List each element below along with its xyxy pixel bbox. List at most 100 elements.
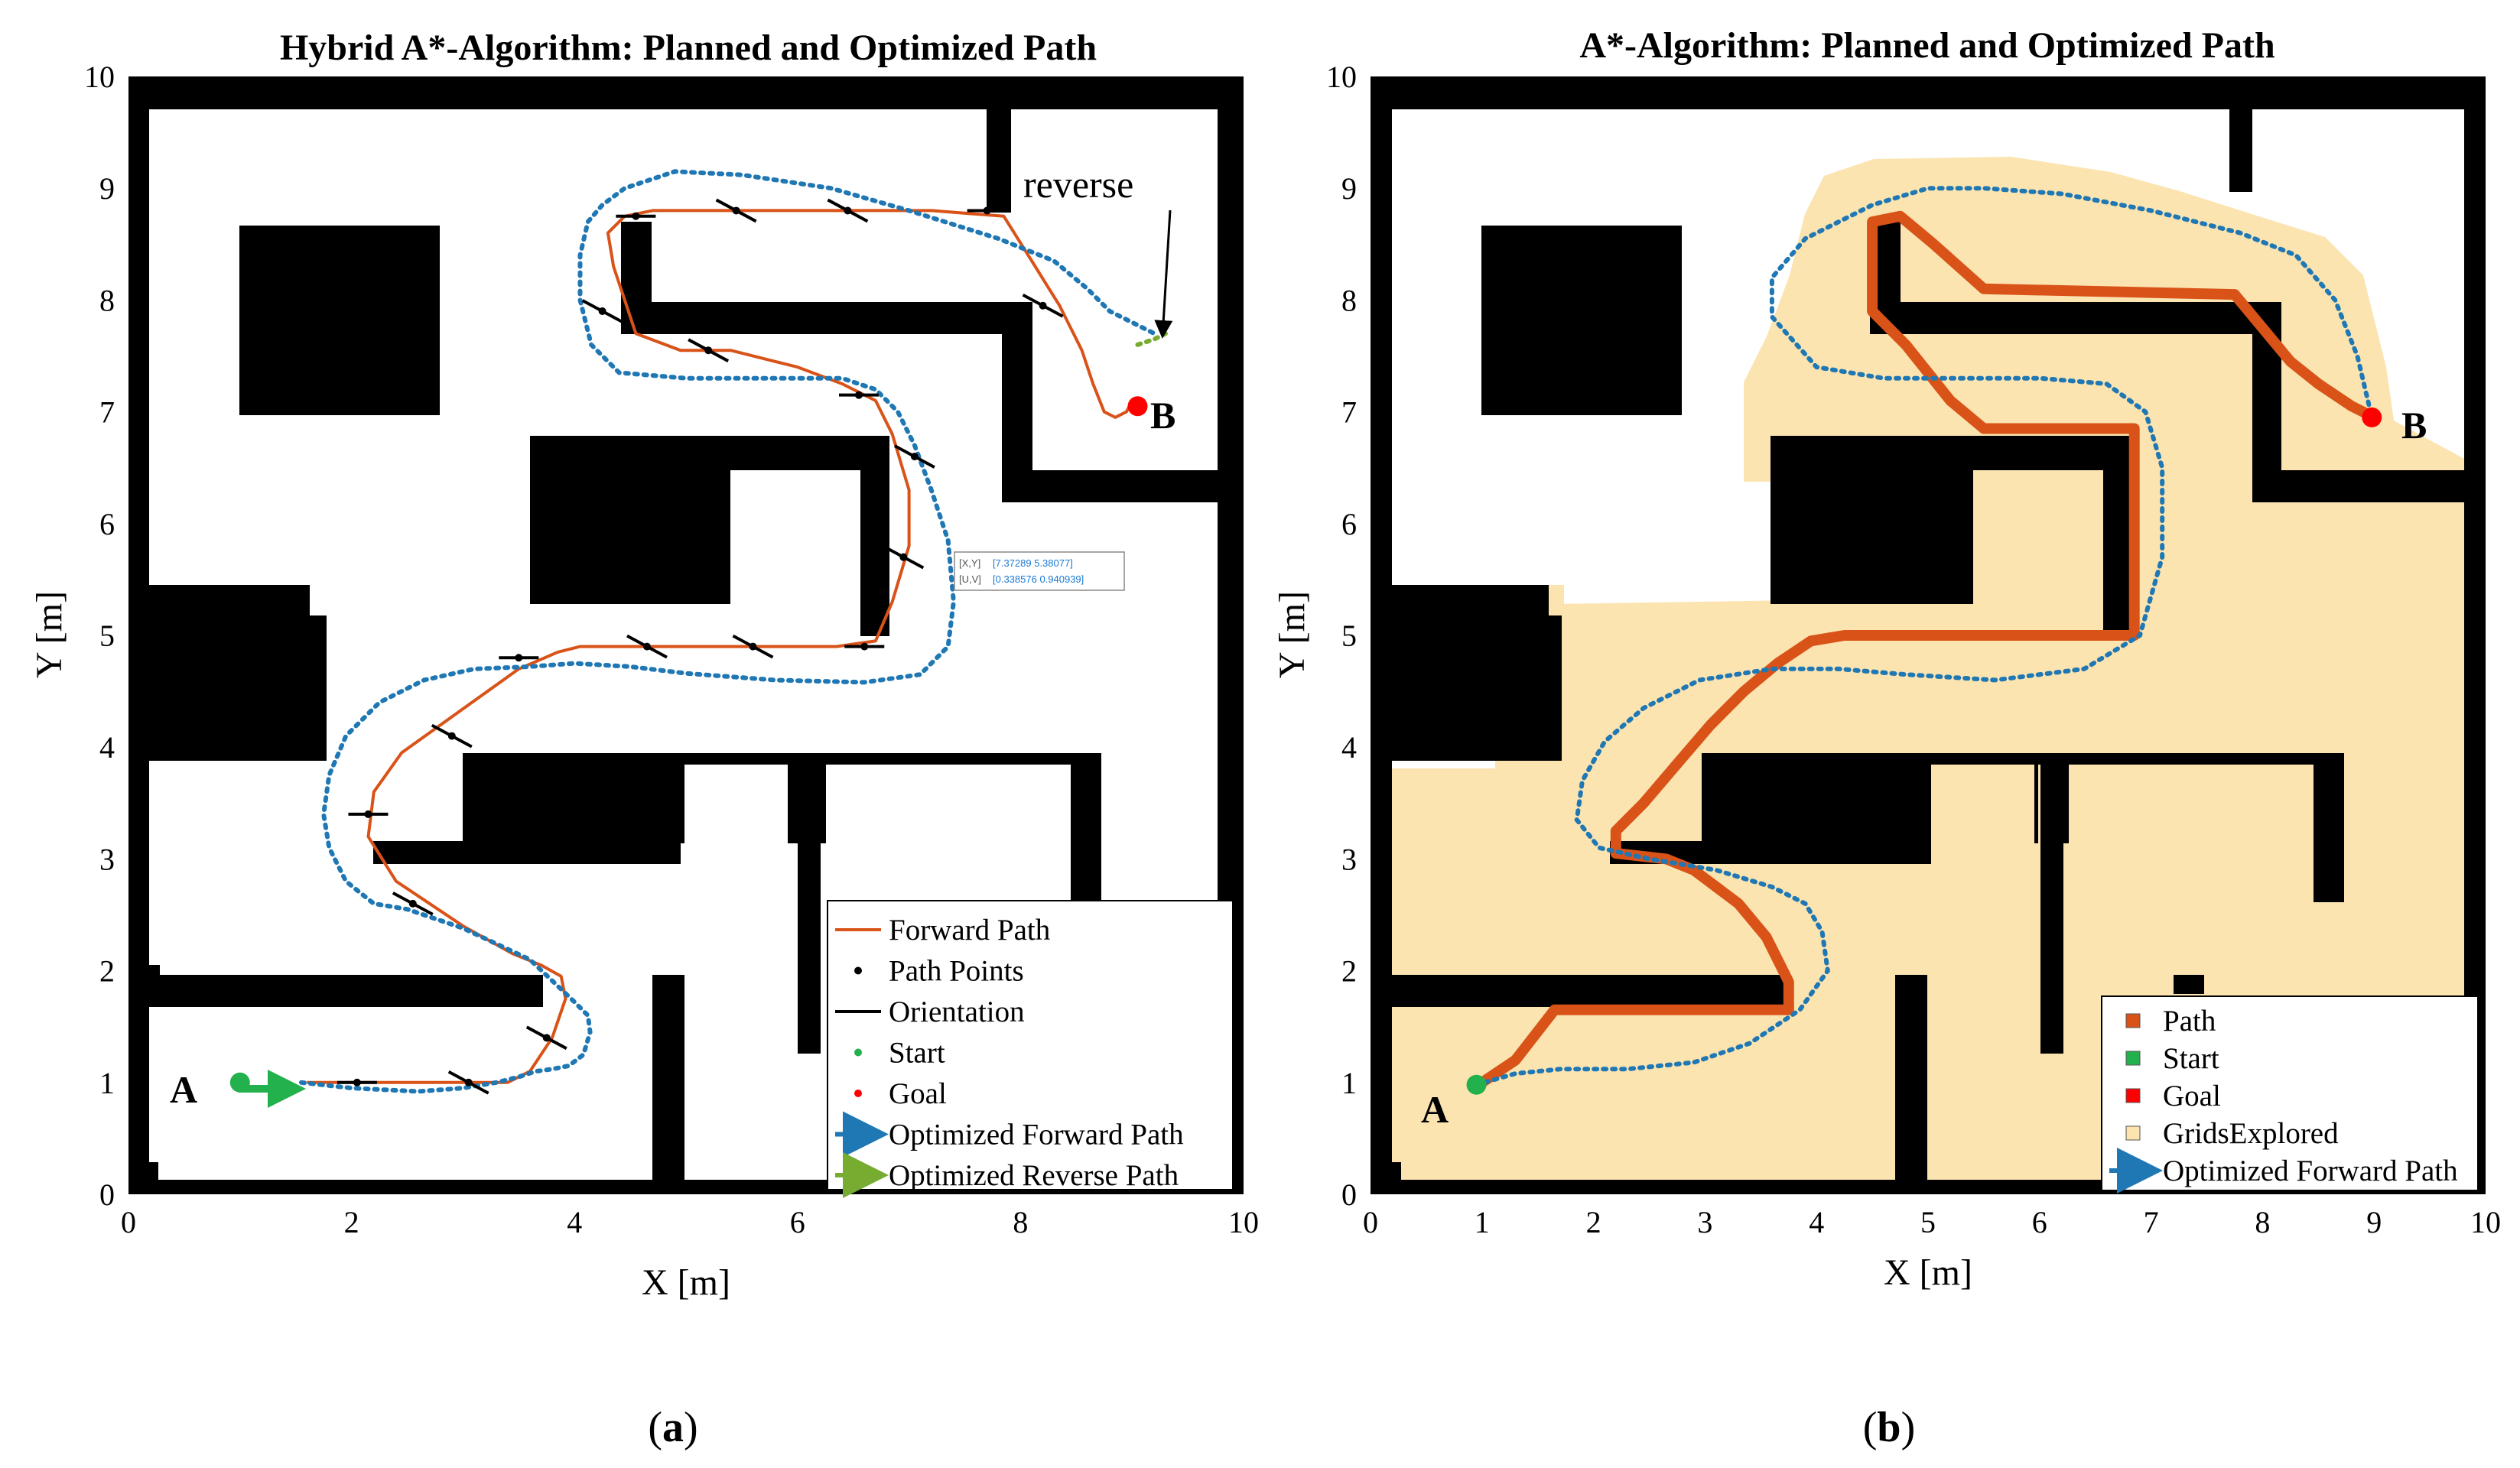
y-tick-label: 8 (1341, 283, 1357, 317)
x-tick-label: 8 (1013, 1205, 1028, 1239)
y-tick-label: 7 (1341, 395, 1357, 430)
y-tick-label: 10 (1326, 60, 1357, 94)
y-tick-label: 3 (1341, 842, 1357, 876)
legend-item: Path (2125, 1005, 2216, 1038)
legend-item: Start (2125, 1042, 2219, 1075)
path-point (899, 553, 908, 561)
panel-a-ylabel: Y [m] (29, 591, 70, 678)
y-tick-label: 0 (99, 1177, 115, 1212)
x-tick-label: 3 (1697, 1205, 1712, 1239)
series-line-optimized-forward-path (299, 169, 1157, 1094)
x-tick-label: 6 (790, 1205, 805, 1239)
legend-item: Optimized Reverse Path (835, 1152, 1179, 1198)
path-point (910, 453, 919, 461)
legend-item: Optimized Forward Path (2109, 1148, 2458, 1194)
path-point (598, 307, 606, 316)
svg-text:[7.37289 5.38077]: [7.37289 5.38077] (993, 557, 1073, 569)
legend-label: Optimized Reverse Path (889, 1159, 1179, 1192)
panel-b-title: A*-Algorithm: Planned and Optimized Path (1579, 25, 2275, 66)
series-line-optimized-forward-path (1474, 186, 2375, 1087)
legend-item: GridsExplored (2125, 1117, 2339, 1150)
panel-b: A*-Algorithm: Planned and Optimized Path (1272, 25, 2501, 1451)
x-tick-label: 4 (1809, 1205, 1824, 1239)
panel-b-series (1466, 186, 2382, 1095)
x-tick-label: 9 (2366, 1205, 2382, 1239)
y-tick-label: 1 (1341, 1066, 1357, 1100)
path-point (542, 1034, 551, 1042)
x-tick-label: 1 (1475, 1205, 1490, 1239)
legend-item: Path Points (854, 955, 1024, 988)
x-tick-label: 7 (2144, 1205, 2159, 1239)
legend-item: Goal (2125, 1080, 2221, 1112)
panel-a-title: Hybrid A*-Algorithm: Planned and Optimiz… (280, 28, 1097, 68)
legend-label: GridsExplored (2163, 1117, 2339, 1150)
legend-item: Goal (854, 1077, 947, 1110)
panel-a-goal-label: B (1150, 394, 1175, 437)
y-tick-label: 8 (99, 283, 115, 317)
y-tick-label: 9 (1341, 171, 1357, 206)
panel-a-annotation-arrow (1154, 209, 1173, 339)
goal-marker (1127, 396, 1148, 417)
legend-label: Optimized Forward Path (889, 1119, 1184, 1151)
path-point (1039, 301, 1047, 310)
x-tick-label: 0 (121, 1205, 136, 1239)
legend-label: Goal (889, 1077, 947, 1110)
panel-b-ylabel: Y [m] (1272, 591, 1312, 678)
legend-label: Path (2163, 1005, 2216, 1038)
path-point (447, 732, 456, 740)
panel-a-start-label: A (170, 1068, 197, 1111)
legend-item: Forward Path (835, 914, 1050, 947)
legend-label: Start (2163, 1042, 2219, 1075)
y-tick-label: 5 (1341, 619, 1357, 653)
x-tick-label: 6 (2032, 1205, 2047, 1239)
path-point (632, 212, 640, 220)
path-point (844, 206, 852, 215)
path-point (704, 346, 713, 355)
path-point (364, 810, 372, 818)
legend-item: Start (854, 1037, 945, 1070)
panel-b-caption: (b) (1863, 1404, 1915, 1451)
panel-a: Hybrid A*-Algorithm: Planned and Optimiz… (29, 28, 1259, 1451)
legend-item: Optimized Forward Path (835, 1111, 1184, 1158)
x-tick-label: 10 (1228, 1205, 1259, 1239)
path-point (464, 1078, 473, 1086)
svg-text:[X,Y]: [X,Y] (959, 557, 980, 569)
path-point (854, 391, 863, 399)
x-tick-label: 8 (2255, 1205, 2270, 1239)
y-tick-label: 10 (84, 60, 115, 94)
y-tick-label: 1 (99, 1066, 115, 1100)
legend-label: Forward Path (889, 914, 1050, 947)
y-tick-label: 4 (1341, 730, 1357, 765)
panel-b-start-label: A (1421, 1088, 1449, 1131)
path-point (983, 206, 991, 215)
x-tick-label: 0 (1363, 1205, 1378, 1239)
legend-item: Orientation (835, 995, 1025, 1028)
x-tick-label: 2 (344, 1205, 359, 1239)
legend-label: Optimized Forward Path (2163, 1155, 2458, 1187)
path-point (642, 642, 651, 651)
x-tick-label: 5 (1920, 1205, 1936, 1239)
series-line-path (1478, 210, 2377, 1087)
panel-a-annotation: reverse (1023, 163, 1133, 206)
legend-label: Path Points (889, 955, 1024, 988)
legend-label: Orientation (889, 995, 1025, 1028)
svg-text:[U,V]: [U,V] (959, 573, 981, 585)
y-tick-label: 3 (99, 842, 115, 876)
panel-a-xlabel: X [m] (642, 1262, 730, 1303)
path-point (408, 899, 417, 908)
panel-a-caption: (a) (648, 1404, 697, 1451)
y-tick-label: 5 (99, 619, 115, 653)
y-tick-label: 6 (99, 507, 115, 541)
y-tick-label: 4 (99, 730, 115, 765)
y-tick-label: 9 (99, 171, 115, 206)
legend-label: Goal (2163, 1080, 2221, 1112)
panel-b-goal-label: B (2401, 404, 2427, 447)
y-tick-label: 2 (99, 954, 115, 989)
panel-b-xlabel: X [m] (1884, 1252, 1972, 1293)
x-tick-label: 10 (2470, 1205, 2501, 1239)
